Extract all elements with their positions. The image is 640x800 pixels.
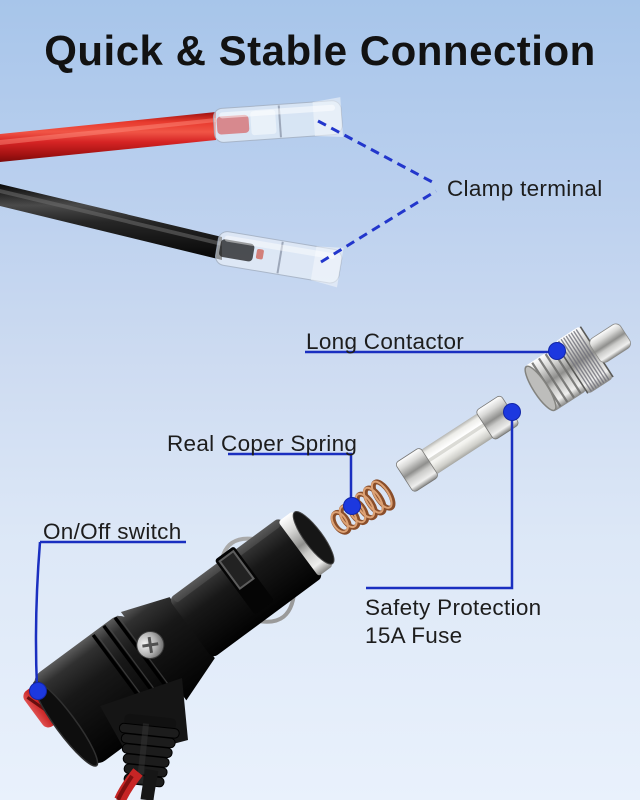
knurl-texture xyxy=(557,329,610,392)
power-cable xyxy=(114,768,159,800)
long-contactor-dot xyxy=(548,342,566,360)
black-clamp-terminal xyxy=(215,231,344,288)
switch-callout-line xyxy=(34,540,186,689)
clamp-dashed-pointer-upper xyxy=(317,119,437,186)
fuse-dot xyxy=(503,403,521,421)
barrel-slot xyxy=(215,547,274,614)
clamp-dashed-pointer-lower xyxy=(320,189,437,264)
red-wire xyxy=(0,112,216,162)
switch-dot xyxy=(29,682,47,700)
black-wire xyxy=(0,184,222,260)
front-opening xyxy=(292,511,335,565)
strain-relief-boot xyxy=(118,713,180,788)
copper-spring-label: Real Coper Spring xyxy=(167,431,358,456)
long-contactor-label: Long Contactor xyxy=(306,329,465,354)
fuse-label-line1: Safety Protection xyxy=(365,595,542,620)
spring-dot xyxy=(343,497,361,515)
clamp-terminal-label: Clamp terminal xyxy=(447,176,603,201)
plug-rear-face xyxy=(32,680,99,767)
red-clamp-terminal xyxy=(212,97,344,143)
fuse-label: Safety Protection 15A Fuse xyxy=(365,594,541,650)
long-contactor-part xyxy=(524,323,631,412)
fuse-callout-line xyxy=(366,413,514,590)
spring-callout-line xyxy=(228,452,353,504)
fuse-label-line2: 15A Fuse xyxy=(365,623,463,648)
copper-spring-part xyxy=(330,479,396,535)
front-metal-ring xyxy=(279,512,332,576)
screw xyxy=(136,630,165,659)
page-title: Quick & Stable Connection xyxy=(44,27,596,74)
fuse-part xyxy=(395,395,519,492)
on-off-switch-label: On/Off switch xyxy=(43,519,182,544)
